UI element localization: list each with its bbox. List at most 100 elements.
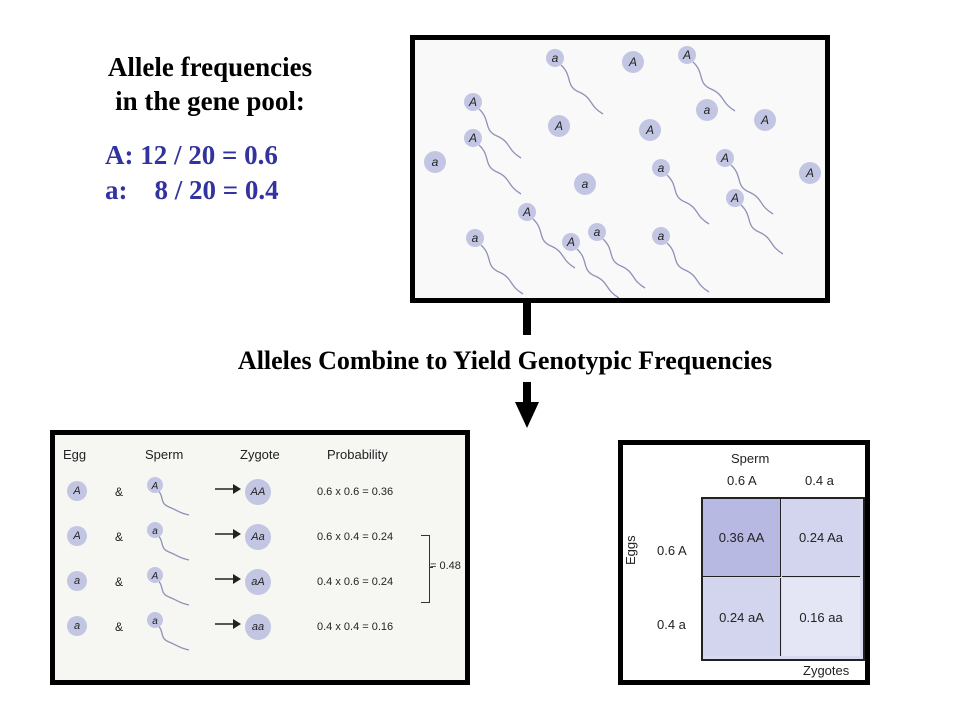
sperm-allele: a xyxy=(594,225,601,239)
sperm-tail xyxy=(602,238,646,289)
sperm-tail xyxy=(480,244,524,295)
sperm-allele: a xyxy=(472,231,479,245)
arrow-right-icon xyxy=(215,619,241,629)
zygote-genotype: aa xyxy=(245,614,271,640)
egg-allele: A xyxy=(67,526,87,546)
sperm-tail xyxy=(730,164,774,215)
egg-allele: a xyxy=(67,616,87,636)
sperm-tail xyxy=(576,248,620,299)
sperm-cell: a xyxy=(466,229,524,295)
sperm-allele: A xyxy=(720,151,729,165)
egg-circle xyxy=(696,99,718,121)
sperm-tail xyxy=(666,242,710,293)
sperm-cell: A xyxy=(464,93,522,159)
punnett-row-label: 0.4 a xyxy=(657,617,686,632)
table-row: a & a aa 0.4 x 0.4 = 0.16 xyxy=(55,608,465,653)
arrow-right-icon xyxy=(215,484,241,494)
sperm-head xyxy=(464,129,482,147)
egg-cell: A xyxy=(622,51,644,73)
zygote-genotype: aA xyxy=(245,569,271,595)
bracket xyxy=(421,535,430,603)
egg-allele: A xyxy=(554,119,563,133)
egg-allele: a xyxy=(67,571,87,591)
frequency-A: A: 12 / 20 = 0.6 xyxy=(105,140,278,170)
egg-cell: a xyxy=(696,99,718,121)
combine-title: Alleles Combine to Yield Genotypic Frequ… xyxy=(237,346,773,375)
down-arrow-icon xyxy=(515,402,539,428)
sperm-tail xyxy=(478,144,522,195)
sperm-cell: a xyxy=(652,227,710,293)
arrow-right-icon xyxy=(215,529,241,539)
sperm-cell: a xyxy=(588,223,646,289)
sperm-head xyxy=(726,189,744,207)
sperm-allele: a xyxy=(658,229,665,243)
probability-table-panel: Egg Sperm Zygote Probability A & A AA 0.… xyxy=(50,430,470,685)
punnett-cell: 0.36 AA xyxy=(703,499,781,577)
egg-allele: A xyxy=(67,481,87,501)
header-egg: Egg xyxy=(63,447,87,462)
down-arrow-shaft xyxy=(523,382,531,404)
sperm-head xyxy=(716,149,734,167)
header-zygote: Zygote xyxy=(240,447,280,462)
sperm-tail xyxy=(692,61,736,112)
sperm-head xyxy=(652,227,670,245)
zygote-genotype: AA xyxy=(245,479,271,505)
egg-allele: A xyxy=(645,123,654,137)
sperm-cell: a xyxy=(546,49,604,115)
sperm-allele: A xyxy=(151,481,159,492)
sperm-head xyxy=(588,223,606,241)
sperm-head xyxy=(464,93,482,111)
egg-cell: A xyxy=(548,115,570,137)
egg-allele: a xyxy=(432,155,439,169)
sperm-icon: A xyxy=(147,567,190,606)
egg-circle xyxy=(548,115,570,137)
punnett-square-panel: Sperm 0.6 A 0.4 a Eggs 0.6 A 0.4 a 0.36 … xyxy=(618,440,870,685)
sperm-allele: a xyxy=(152,616,158,627)
egg-circle xyxy=(424,151,446,173)
egg-cell: A xyxy=(799,162,821,184)
sperm-cell: A xyxy=(726,189,784,255)
header-sperm: Sperm xyxy=(145,447,184,462)
sperm-head xyxy=(518,203,536,221)
sperm-head xyxy=(546,49,564,67)
sperm-cell: A xyxy=(518,203,576,269)
sperm-head xyxy=(678,46,696,64)
sperm-icon: a xyxy=(147,522,190,561)
allele-frequency-title-line2: in the gene pool: xyxy=(115,86,305,116)
sperm-cell: a xyxy=(652,159,710,225)
egg-circle xyxy=(799,162,821,184)
header-probability: Probability xyxy=(327,447,388,462)
sperm-allele: a xyxy=(552,51,559,65)
sperm-head xyxy=(466,229,484,247)
ampersand: & xyxy=(115,530,124,544)
table-row: A & a Aa 0.6 x 0.4 = 0.24 xyxy=(55,518,465,563)
sperm-allele: A xyxy=(468,131,477,145)
zygote-genotype: Aa xyxy=(245,524,271,550)
probability-value: 0.4 x 0.6 = 0.24 xyxy=(317,576,394,588)
sperm-tail xyxy=(740,204,784,255)
egg-circle xyxy=(622,51,644,73)
sperm-cell: A xyxy=(716,149,774,215)
punnett-eggs-label: Eggs xyxy=(623,535,638,565)
table-row: A & A AA 0.6 x 0.6 = 0.36 xyxy=(55,473,465,518)
sperm-cell: A xyxy=(464,129,522,195)
egg-allele: A xyxy=(760,113,769,127)
punnett-cell: 0.16 aa xyxy=(782,578,860,656)
punnett-grid: 0.36 AA 0.24 Aa 0.24 aA 0.16 aa xyxy=(701,497,865,661)
punnett-row-label: 0.6 A xyxy=(657,543,687,558)
sperm-allele: A xyxy=(566,235,575,249)
sperm-allele: A xyxy=(468,95,477,109)
sperm-allele: a xyxy=(658,161,665,175)
egg-cell: A xyxy=(639,119,661,141)
egg-circle xyxy=(754,109,776,131)
egg-circle xyxy=(574,173,596,195)
punnett-zygotes-label: Zygotes xyxy=(803,663,850,678)
sperm-tail xyxy=(666,174,710,225)
sperm-tail xyxy=(532,218,576,269)
bracket-sum: = 0.48 xyxy=(430,560,461,572)
punnett-col-label: 0.6 A xyxy=(727,473,757,488)
egg-cell: A xyxy=(754,109,776,131)
sperm-icon: a xyxy=(147,612,190,651)
punnett-cell: 0.24 aA xyxy=(703,578,781,656)
